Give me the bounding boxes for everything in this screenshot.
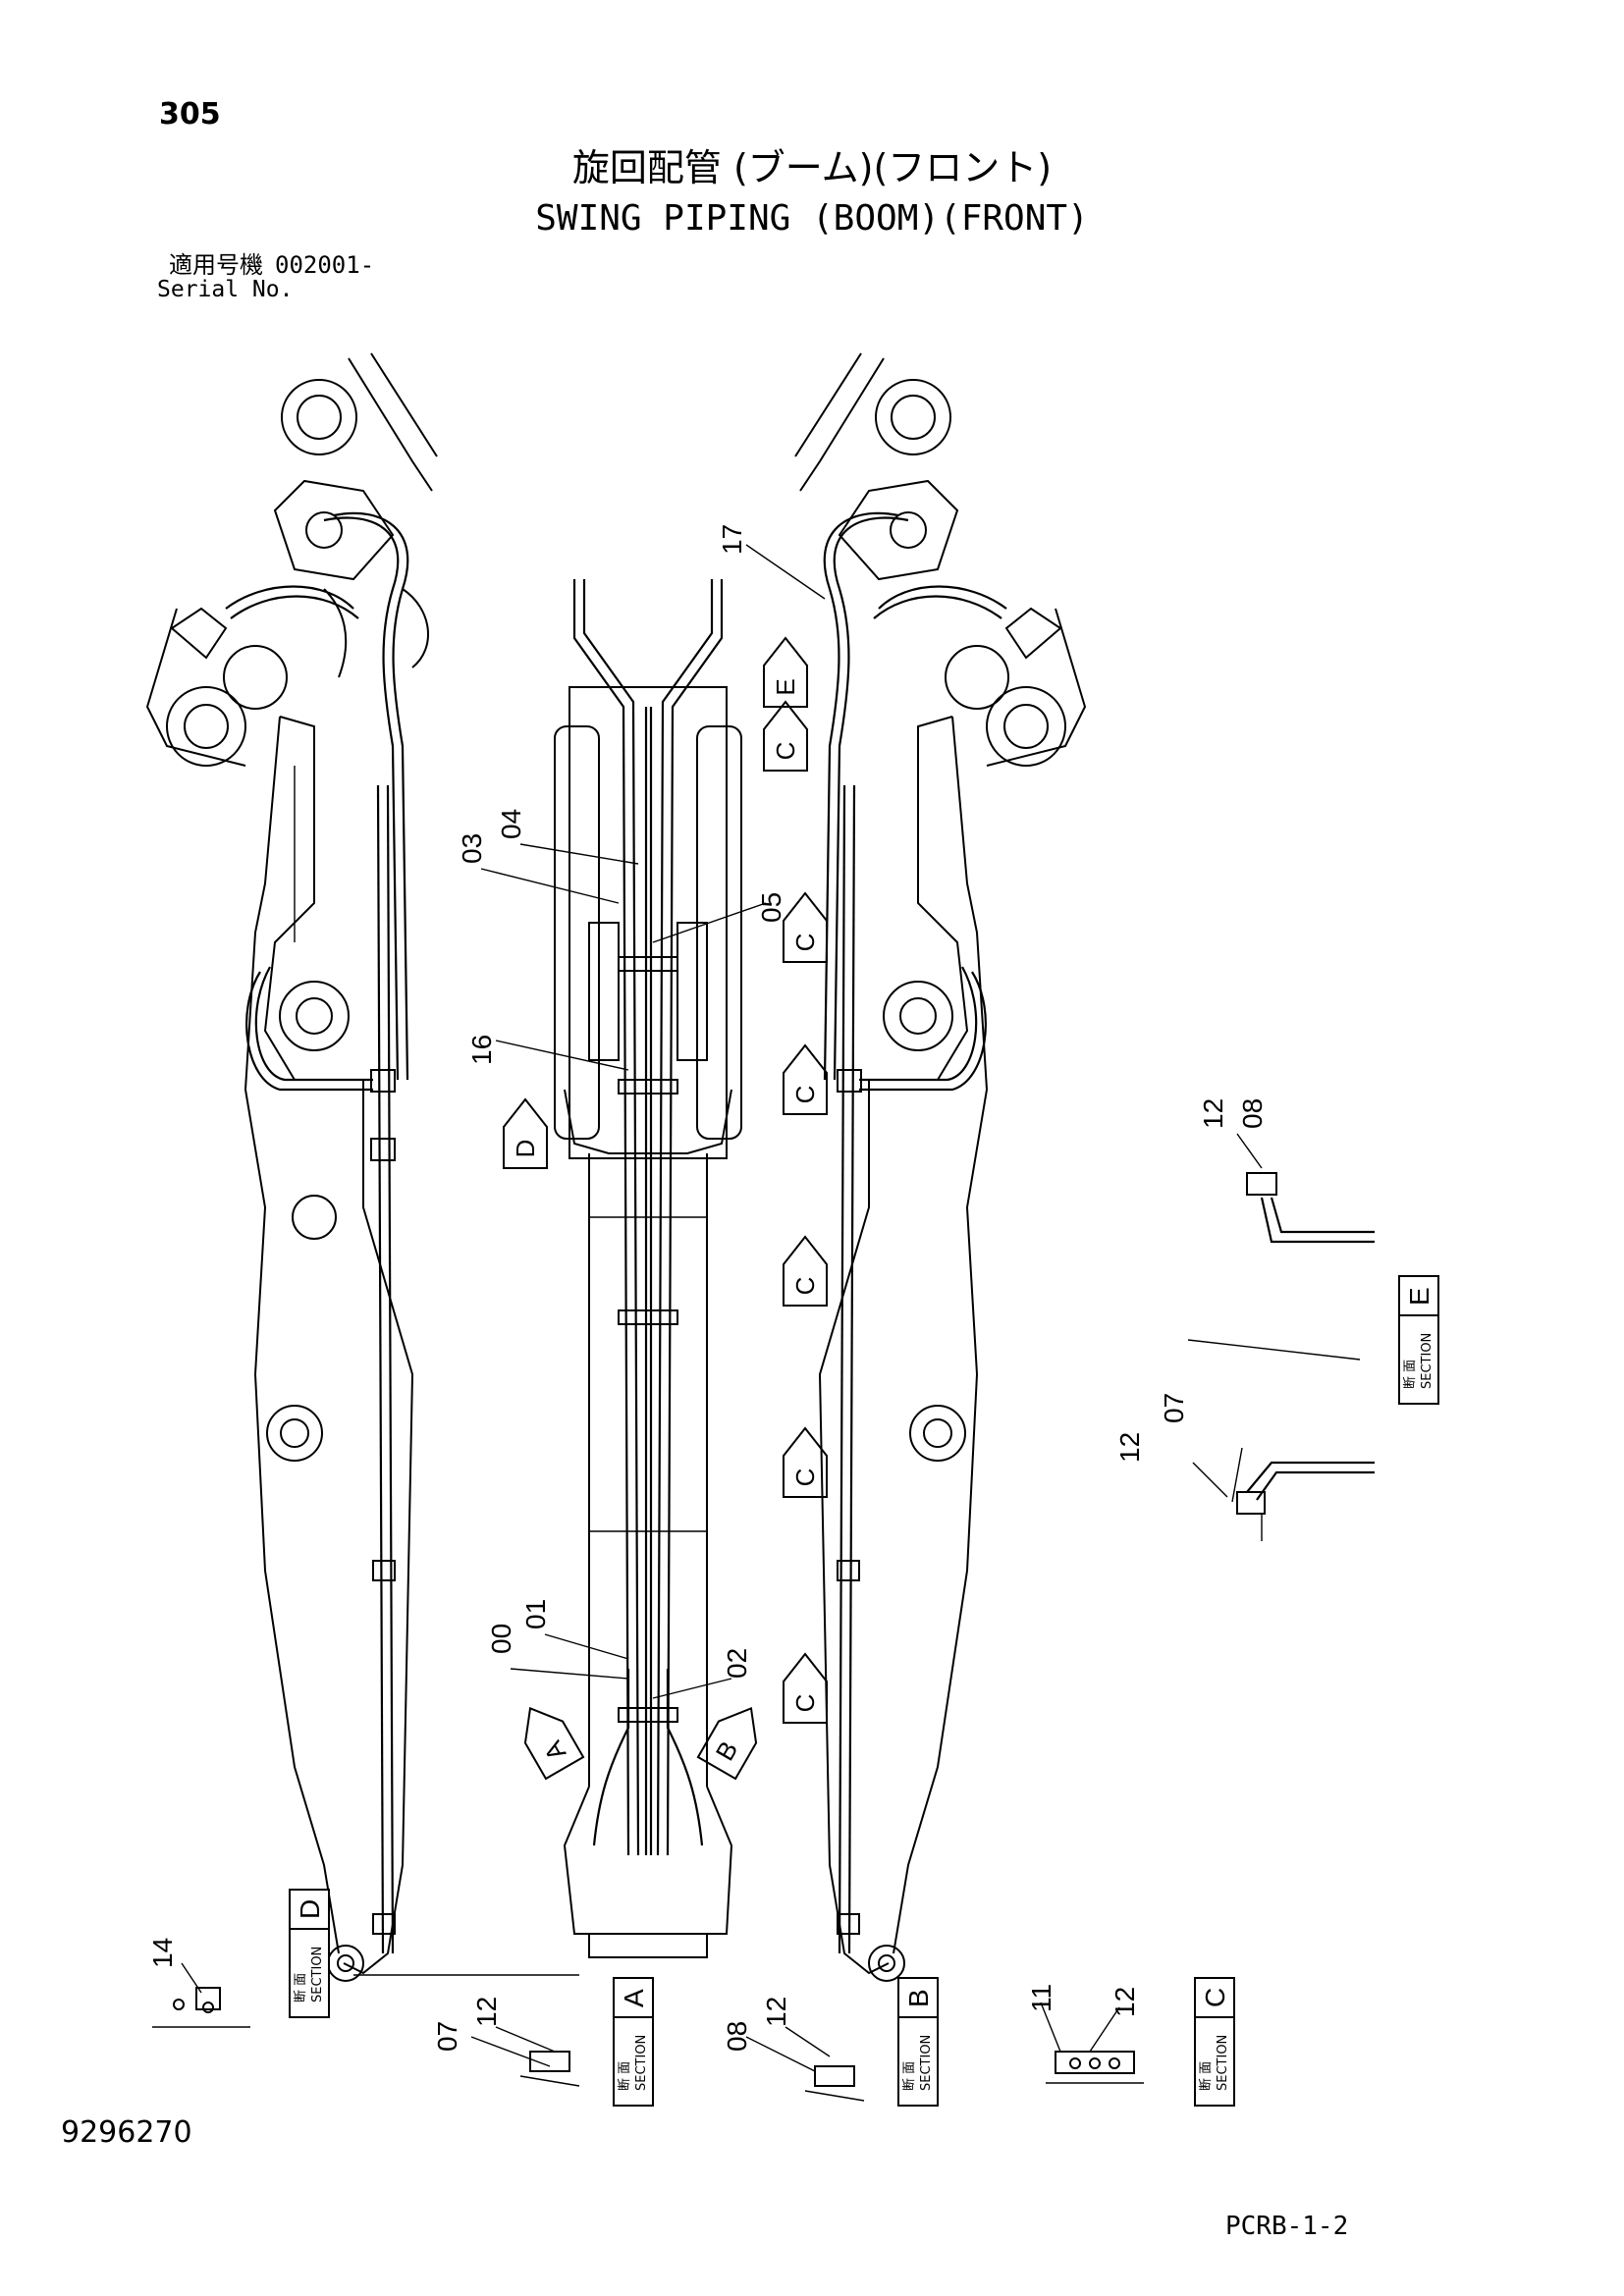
view-arrows: D C E C C C C C — [503, 636, 828, 1781]
page-code: PCRB-1-2 — [1225, 2212, 1349, 2241]
document-number: 9296270 — [61, 2115, 192, 2150]
right-boom-assembly — [794, 352, 1087, 1982]
svg-text:B: B — [903, 1989, 934, 2007]
part-label: 11 — [1026, 1984, 1056, 2012]
svg-text:SECTION: SECTION — [1216, 2035, 1230, 2091]
part-label: 14 — [147, 1938, 178, 1968]
svg-text:断 面: 断 面 — [902, 2061, 917, 2091]
section-detail-a — [519, 2051, 580, 2087]
part-label: 07 — [1159, 1393, 1189, 1423]
svg-text:C: C — [790, 1277, 820, 1296]
title-english: SWING PIPING (BOOM)(FRONT) — [535, 198, 1089, 239]
section-label-d: D SECTION 断 面 — [289, 1889, 330, 2018]
left-boom-assembly — [145, 352, 579, 1982]
part-label: 02 — [722, 1648, 752, 1679]
view-arrow-c: C — [783, 1652, 828, 1724]
svg-text:SECTION: SECTION — [1420, 1333, 1435, 1389]
svg-text:C: C — [790, 934, 820, 952]
svg-text:C: C — [790, 1694, 820, 1713]
part-label: 04 — [496, 809, 526, 839]
svg-text:D: D — [295, 1899, 325, 1919]
svg-text:C: C — [790, 1086, 820, 1104]
part-label: 12 — [1198, 1098, 1228, 1129]
part-label: 08 — [1237, 1098, 1268, 1129]
svg-text:B: B — [710, 1736, 744, 1766]
svg-text:SECTION: SECTION — [634, 2035, 649, 2091]
part-label: 17 — [717, 524, 747, 555]
part-labels: 00 01 02 03 04 05 16 17 12 08 12 07 14 0… — [147, 524, 1268, 2052]
svg-text:SECTION: SECTION — [919, 2035, 934, 2091]
part-label: 16 — [466, 1035, 497, 1065]
svg-text:C: C — [771, 742, 800, 761]
svg-text:断 面: 断 面 — [294, 1973, 308, 2002]
section-label-e: E SECTION 断 面 — [1398, 1275, 1439, 1405]
view-arrow-d: D — [503, 1097, 548, 1169]
leader-lines — [181, 544, 1263, 2072]
view-arrow-c: C — [783, 1235, 828, 1307]
view-arrow-c: C — [783, 1043, 828, 1115]
center-boom-assembly — [554, 579, 742, 1958]
view-arrow-c: C — [783, 1426, 828, 1498]
section-detail-d — [152, 1987, 250, 2028]
part-label: 01 — [520, 1599, 551, 1629]
svg-text:C: C — [1200, 1988, 1230, 2007]
svg-text:断 面: 断 面 — [1199, 2061, 1214, 2091]
view-arrow-b: B — [696, 1706, 758, 1781]
section-detail-b — [804, 2065, 865, 2102]
view-arrow-c: C — [763, 700, 808, 772]
svg-text:断 面: 断 面 — [618, 2061, 632, 2091]
section-label-a: A SECTION 断 面 — [613, 1977, 654, 2107]
page-number: 305 — [159, 97, 221, 132]
part-label: 12 — [761, 1997, 791, 2027]
part-label: 00 — [486, 1624, 516, 1654]
section-label-c: C SECTION 断 面 — [1194, 1977, 1235, 2107]
part-label: 12 — [471, 1997, 502, 2027]
part-label: 12 — [1110, 1987, 1140, 2017]
view-arrow-c: C — [783, 891, 828, 963]
svg-text:D: D — [511, 1140, 540, 1158]
svg-text:断 面: 断 面 — [1403, 1360, 1418, 1389]
view-arrow-e: E — [763, 636, 808, 708]
part-label: 07 — [432, 2021, 462, 2052]
section-detail-e — [1187, 1172, 1375, 1541]
title-japanese: 旋回配管 (ブーム)(フロント) — [571, 146, 1053, 189]
part-label: 03 — [457, 833, 487, 864]
view-arrow-a: A — [523, 1706, 585, 1781]
section-label-b: B SECTION 断 面 — [897, 1977, 939, 2107]
serial-number-value: 002001- — [275, 251, 375, 279]
svg-text:A: A — [537, 1735, 571, 1766]
svg-text:SECTION: SECTION — [310, 1947, 325, 2002]
svg-text:E: E — [1404, 1287, 1435, 1306]
section-detail-c — [1046, 2051, 1144, 2084]
svg-text:A: A — [619, 1989, 649, 2007]
part-label: 05 — [756, 892, 786, 923]
serial-label-japanese: 適用号機 — [169, 251, 263, 279]
svg-text:E: E — [771, 678, 800, 695]
part-label: 08 — [722, 2021, 752, 2052]
svg-text:C: C — [790, 1468, 820, 1487]
part-label: 12 — [1114, 1432, 1145, 1463]
serial-label-english: Serial No. — [157, 277, 294, 302]
